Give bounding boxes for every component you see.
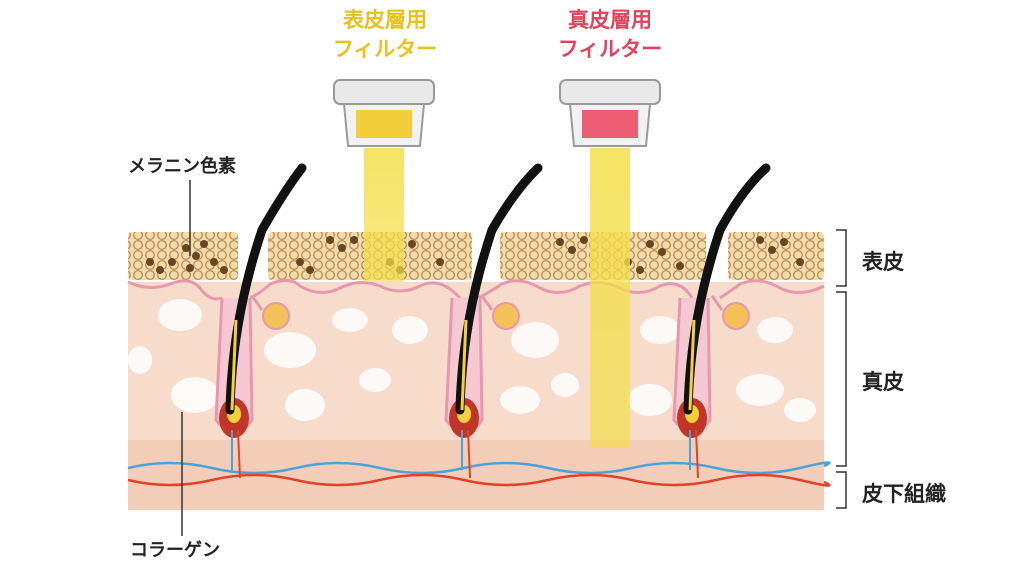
filter-head-epidermis [333, 79, 435, 147]
filter-title-epidermis-line2: フィルター [332, 37, 438, 61]
melanin-label: メラニン色素 [128, 156, 236, 177]
vein-blue [127, 461, 831, 475]
blood-vessels [127, 461, 831, 487]
filter-title-dermis-line2: フィルター [557, 37, 663, 61]
filter-head-dermis [559, 79, 661, 147]
dermis-border [127, 279, 825, 301]
collagen-label: コラーゲン [130, 540, 220, 561]
layer-brackets [836, 229, 847, 509]
filter-title-epidermis-line1: 表皮層用 [343, 8, 427, 32]
filter-title-dermis-line1: 真皮層用 [568, 8, 652, 32]
hair-follicle-1 [214, 163, 307, 479]
dermis-label: 真皮 [862, 370, 904, 394]
subcutaneous-label: 皮下組織 [862, 482, 946, 506]
hair-follicle-3 [672, 163, 771, 479]
filter-title-epidermis: 表皮層用 フィルター [305, 6, 465, 64]
collagen-fibers [128, 299, 816, 422]
hair-follicle-2 [444, 163, 543, 479]
light-beam-epidermis [364, 148, 404, 282]
artery-red [127, 473, 831, 487]
filter-title-dermis: 真皮層用 フィルター [530, 6, 690, 64]
light-beam-dermis [590, 148, 630, 448]
epidermis-label: 表皮 [862, 250, 904, 274]
